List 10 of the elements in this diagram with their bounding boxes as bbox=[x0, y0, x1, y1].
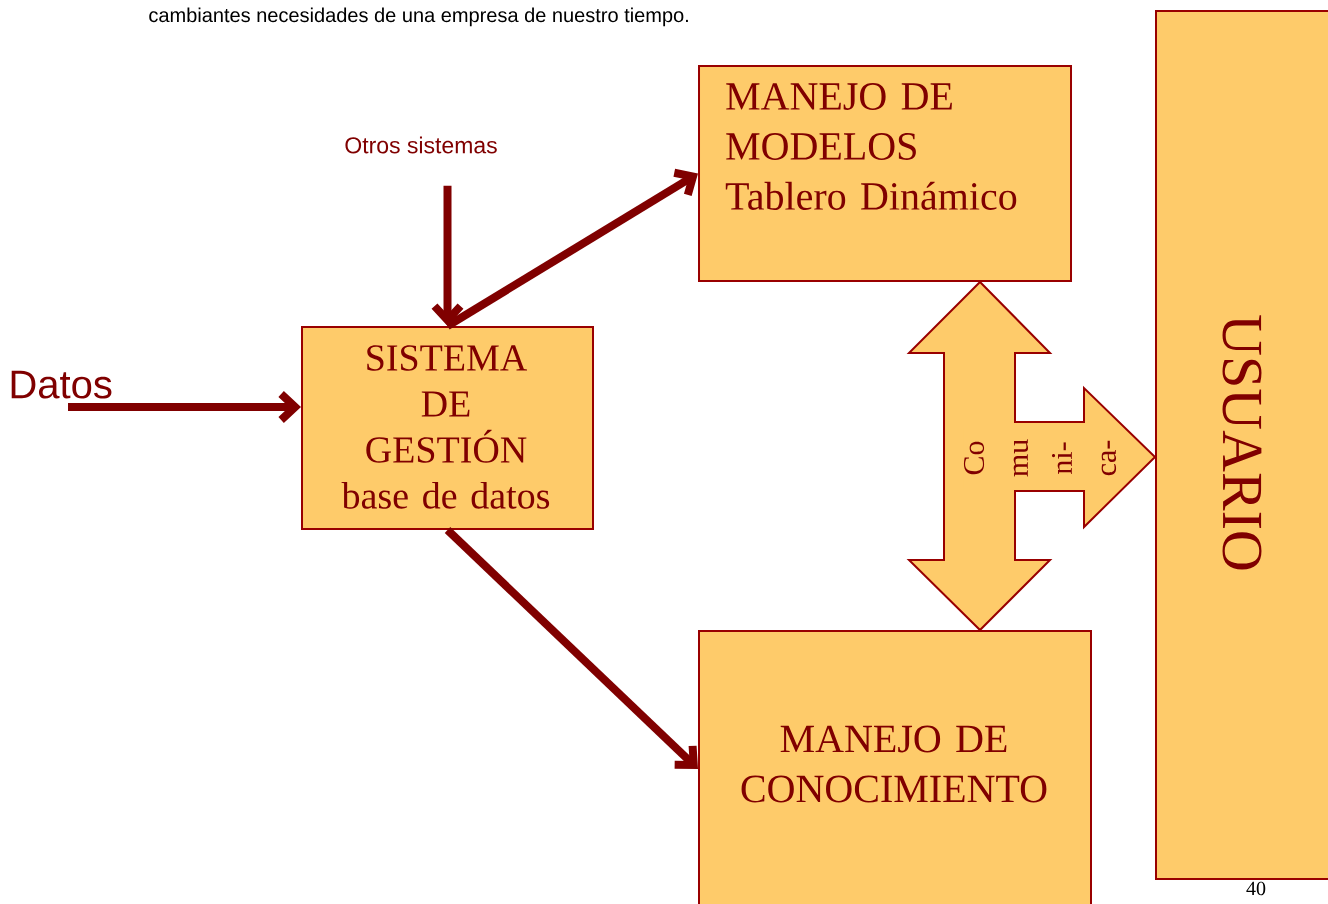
process-box: MANEJO DE CONOCIMIENTO bbox=[698, 630, 1092, 904]
process-box: MANEJO DE MODELOS Tablero Dinámico bbox=[698, 65, 1072, 282]
input-text: Otros sistemas bbox=[345, 136, 497, 154]
process-box: SISTEMA DE GESTIÓN base de datos bbox=[301, 326, 594, 530]
edge-label: Co mu ni- ca- bbox=[963, 428, 1117, 488]
user-box: USUARIO bbox=[1155, 10, 1328, 880]
header-text: cambiantes necesidades de una empresa de nuestro tiempo. bbox=[149, 7, 688, 27]
input-text: Datos bbox=[11, 370, 112, 399]
arrow bbox=[445, 168, 698, 330]
arrow bbox=[444, 527, 698, 769]
